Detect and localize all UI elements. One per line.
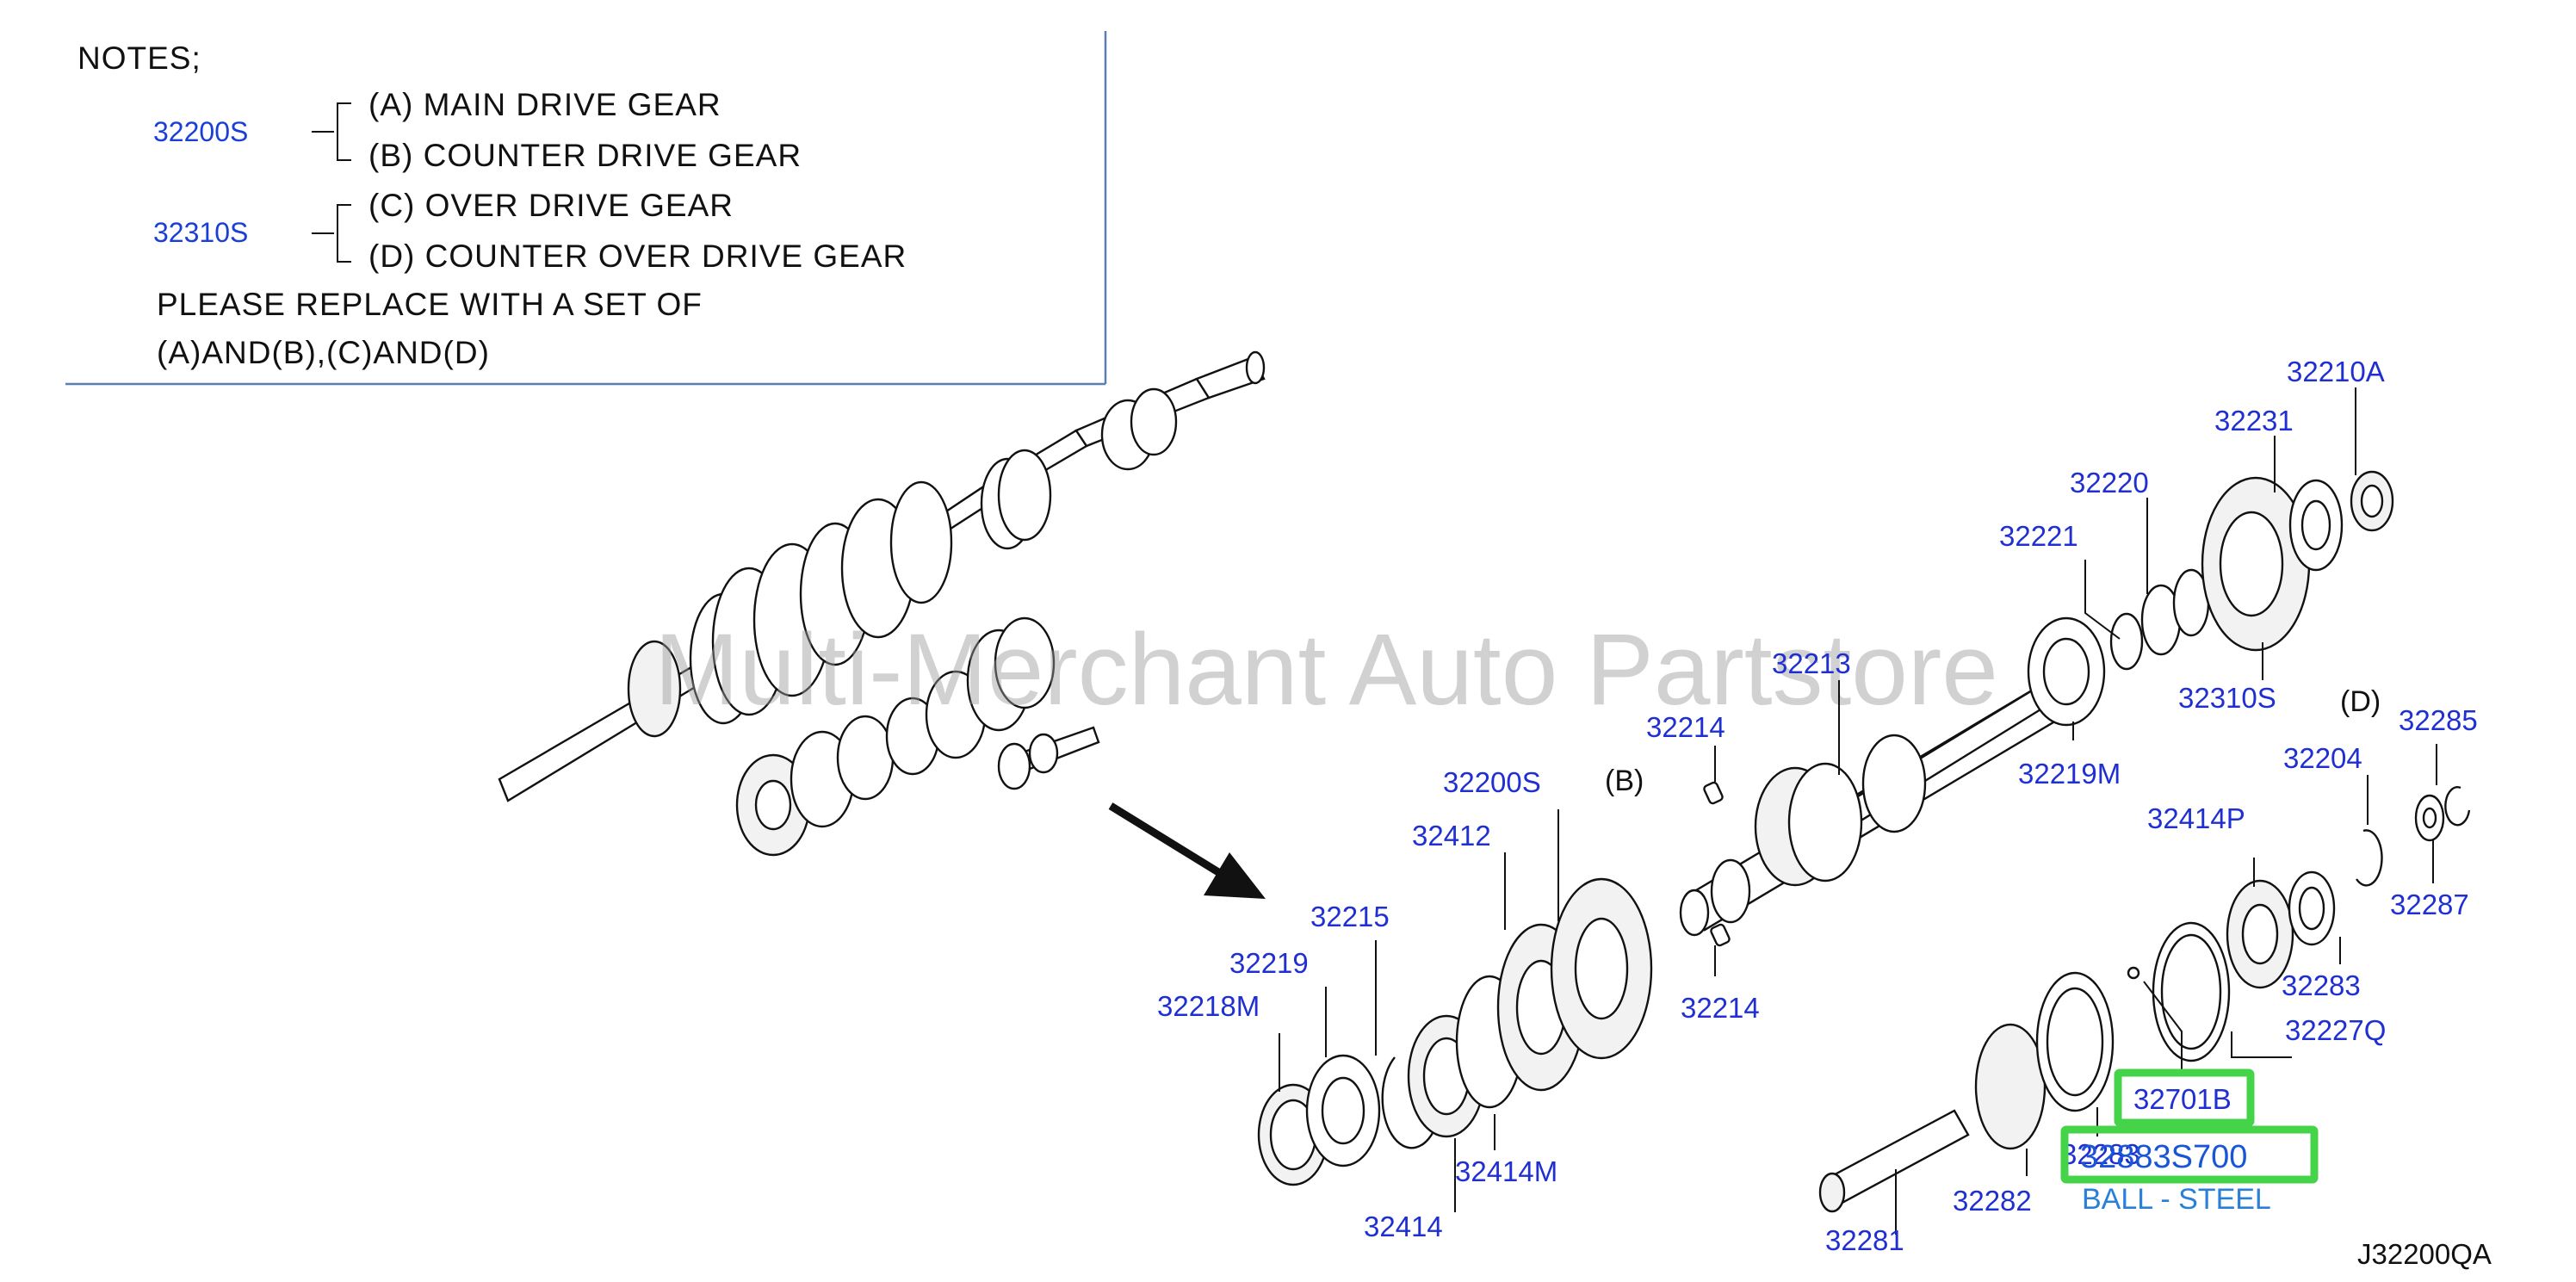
watermark: Multi-Merchant Auto Partstore: [654, 613, 1998, 727]
highlight-part-number[interactable]: 32883S700: [2080, 1139, 2247, 1175]
diagram-code: J32200QA: [2357, 1238, 2492, 1270]
callout-32227Q[interactable]: 32227Q: [2285, 1014, 2386, 1046]
callout-32281[interactable]: 32281: [1825, 1224, 1904, 1256]
callout-32219[interactable]: 32219: [1229, 947, 1309, 979]
highlight-part-desc: BALL - STEEL: [2082, 1183, 2271, 1216]
direction-arrow: [1108, 802, 1266, 899]
callout-32221[interactable]: 32221: [1999, 520, 2078, 552]
highlighted-part[interactable]: 32701B 32883S700 BALL - STEEL: [2060, 1068, 2319, 1216]
note-ref-32200S[interactable]: 32200S: [153, 116, 248, 147]
callout-32231[interactable]: 32231: [2214, 405, 2294, 437]
notes-heading: NOTES;: [77, 40, 201, 76]
callout-32213[interactable]: 32213: [1772, 647, 1851, 679]
counter-shaft-exploded: [1257, 786, 2471, 1213]
callout-32414M[interactable]: 32414M: [1455, 1155, 1557, 1187]
label-d: (D): [2340, 685, 2381, 718]
note-replace-line1: PLEASE REPLACE WITH A SET OF: [157, 287, 703, 322]
overview-assembly-illustration: [498, 350, 1266, 857]
callout-32219M[interactable]: 32219M: [2018, 758, 2121, 790]
note-line-b: (B) COUNTER DRIVE GEAR: [368, 138, 802, 173]
note-line-c: (C) OVER DRIVE GEAR: [368, 188, 734, 223]
label-b: (B): [1605, 765, 1644, 797]
note-replace-line2: (A)AND(B),(C)AND(D): [157, 335, 490, 370]
callout-32210A[interactable]: 32210A: [2287, 356, 2385, 387]
callout-32412[interactable]: 32412: [1412, 820, 1491, 852]
callout-32215[interactable]: 32215: [1310, 901, 1390, 932]
callout-32310S[interactable]: 32310S: [2178, 682, 2276, 714]
callout-32218M[interactable]: 32218M: [1157, 990, 1260, 1022]
callout-32701B[interactable]: 32701B: [2133, 1083, 2232, 1115]
part-callouts: 32210A 32231 32220 32221 32213 32214 322…: [1157, 356, 2478, 1256]
notes-panel: NOTES; 32200S (A) MAIN DRIVE GEAR (B) CO…: [65, 31, 1107, 386]
callout-32414P[interactable]: 32414P: [2147, 802, 2245, 834]
callout-32283-lower[interactable]: 32283: [2061, 1138, 2140, 1170]
callout-32414[interactable]: 32414: [1364, 1211, 1443, 1242]
leader-lines: [1279, 387, 2437, 1235]
callout-32200S[interactable]: 32200S: [1443, 766, 1541, 798]
main-shaft-exploded: [1679, 470, 2394, 947]
callout-32285[interactable]: 32285: [2399, 704, 2478, 736]
callout-32287[interactable]: 32287: [2390, 889, 2469, 920]
callout-32283[interactable]: 32283: [2282, 969, 2361, 1001]
callout-32220[interactable]: 32220: [2070, 467, 2149, 499]
callout-32214-top[interactable]: 32214: [1646, 711, 1725, 743]
callout-32214-bottom[interactable]: 32214: [1681, 992, 1760, 1024]
note-line-d: (D) COUNTER OVER DRIVE GEAR: [368, 238, 907, 274]
note-ref-32310S[interactable]: 32310S: [153, 217, 248, 248]
callout-32282[interactable]: 32282: [1953, 1185, 2032, 1217]
note-line-a: (A) MAIN DRIVE GEAR: [368, 87, 721, 122]
callout-32204[interactable]: 32204: [2283, 742, 2362, 774]
